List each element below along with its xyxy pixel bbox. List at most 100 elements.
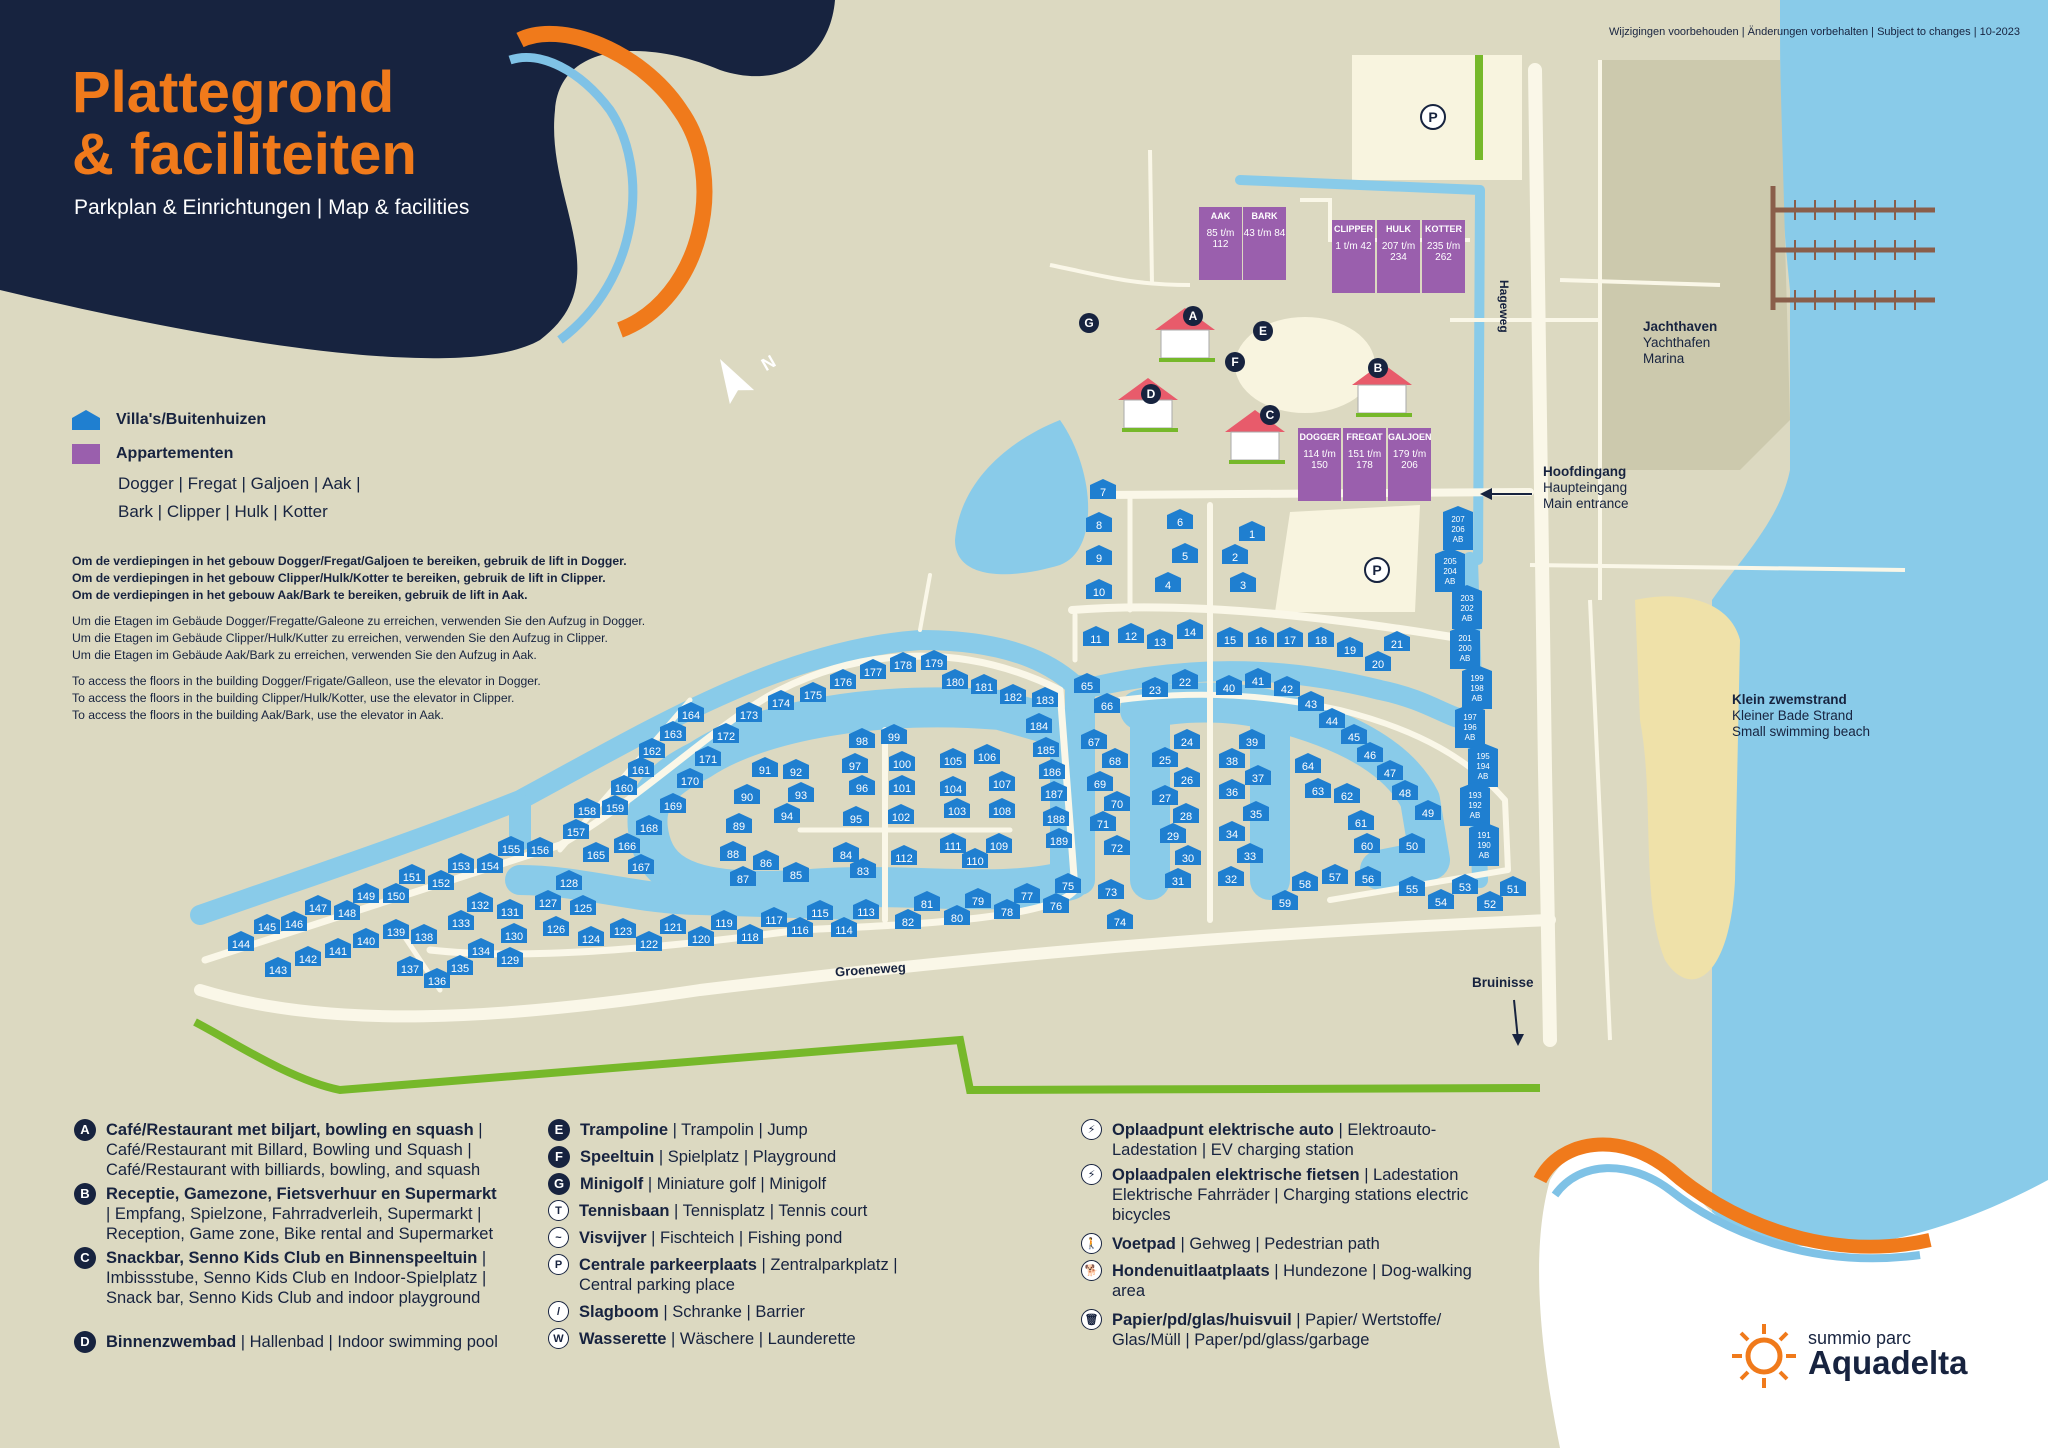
villa-number: 80	[951, 913, 963, 925]
villa-number: 163	[664, 729, 682, 741]
villa-shape	[1104, 791, 1130, 811]
villa-number: 159	[606, 803, 624, 815]
villa-shape	[1083, 626, 1109, 646]
villa-shape	[1216, 675, 1242, 695]
villa-number: 69	[1094, 779, 1106, 791]
trampoline-letter: E	[548, 1119, 570, 1141]
villa-shape	[1450, 625, 1480, 669]
villa-house: 159	[602, 795, 628, 815]
villa-house: 63	[1305, 778, 1331, 798]
page-title: Plattegrond & faciliteiten	[72, 62, 417, 186]
facility-title: Hondenuitlaatplaats	[1112, 1262, 1275, 1280]
facility-marker-a: A	[1183, 306, 1203, 326]
villa-number: AB	[1470, 811, 1481, 820]
villa-number: 120	[692, 934, 710, 946]
villa-shape	[971, 674, 997, 694]
villa-shape	[1087, 771, 1113, 791]
villa-number: 8	[1096, 520, 1102, 532]
villa-number: 68	[1109, 756, 1121, 768]
villa-shape	[753, 850, 779, 870]
villa-shape	[921, 650, 947, 670]
villa-shape	[1477, 891, 1503, 911]
villa-number: 157	[567, 827, 585, 839]
villa-number: 146	[285, 919, 303, 931]
villa-shape	[334, 900, 360, 920]
villa-shape	[1292, 871, 1318, 891]
villa-house: 131	[497, 899, 523, 919]
villa-number: 41	[1252, 676, 1264, 688]
villa-number: 22	[1179, 677, 1191, 689]
villa-house: 21	[1384, 631, 1410, 651]
villa-shape	[1355, 866, 1381, 886]
villa-number: 178	[894, 660, 912, 672]
facility-title: Oplaadpalen elektrische fietsen	[1112, 1166, 1365, 1184]
villa-house: 103	[944, 798, 970, 818]
villa-number: 13	[1154, 637, 1166, 649]
villa-number: 92	[790, 767, 802, 779]
note-nl-3: Om de verdiepingen in het gebouw Aak/Bar…	[72, 588, 528, 602]
villa-number: 60	[1361, 841, 1373, 853]
villa-number: 116	[791, 925, 809, 937]
villa-house: 135	[447, 955, 473, 975]
villa-shape	[1218, 866, 1244, 886]
villa-house: 28	[1173, 803, 1199, 823]
villa-shape	[1000, 684, 1026, 704]
villa-house: 11	[1083, 626, 1109, 646]
villa-shape	[965, 888, 991, 908]
villa-shape	[1305, 778, 1331, 798]
facility-translations: | Zentralparkplatz | Central parking pla…	[579, 1256, 898, 1294]
villa-house: 180	[942, 669, 968, 689]
villa-number: 132	[471, 900, 489, 912]
facility-translations: | Hallenbad | Indoor swimming pool	[240, 1333, 498, 1351]
villa-shape	[1172, 543, 1198, 563]
villa-number: 176	[834, 677, 852, 689]
apartment-galjoen	[1388, 428, 1431, 501]
minigolf-letter: G	[548, 1173, 570, 1195]
villa-shape	[628, 757, 654, 777]
villa-number: AB	[1479, 851, 1490, 860]
facility-text: Voetpad | Gehweg | Pedestrian path	[1112, 1234, 1380, 1254]
villa-shape	[1090, 479, 1116, 499]
villa-shape	[583, 842, 609, 862]
villa-number: 151	[403, 872, 421, 884]
villa-number: AB	[1462, 614, 1473, 623]
villa-shape	[1354, 833, 1380, 853]
villa-number: 162	[643, 746, 661, 758]
note-de-2: Um die Etagen im Gebäude Clipper/Hulk/Ku…	[72, 631, 608, 645]
villa-number: 79	[972, 896, 984, 908]
apartment-range: 43 t/m 84	[1243, 228, 1286, 239]
villa-house: 188	[1043, 806, 1069, 826]
villa-shape	[1032, 687, 1058, 707]
villa-shape	[265, 957, 291, 977]
marina-nl: Jachthaven	[1643, 319, 1718, 334]
villa-house: 47	[1377, 760, 1403, 780]
apartment-swatch-icon	[72, 444, 100, 464]
road-label-hageweg: Hageweg	[1497, 280, 1511, 333]
entrance-en: Main entrance	[1543, 496, 1629, 511]
villa-shape	[1357, 742, 1383, 762]
villa-number: 70	[1111, 799, 1123, 811]
villa-house: 2	[1222, 544, 1248, 564]
entrance-de: Haupteingang	[1543, 480, 1628, 495]
villa-house: 167	[628, 854, 654, 874]
villa-shape	[1147, 629, 1173, 649]
legend-apartments-label: Appartementen	[116, 445, 234, 462]
pedestrian-icon: 🚶	[1081, 1233, 1102, 1254]
villa-number: 28	[1180, 811, 1192, 823]
logo-blue-ribbon	[1551, 1164, 1921, 1263]
villa-shape	[853, 899, 879, 919]
villa-house: 172	[713, 723, 739, 743]
villa-shape	[730, 866, 756, 886]
facility-row: 🐕Hondenuitlaatplaats | Hundezone | Dog-w…	[1081, 1260, 1501, 1301]
villa-shape	[1274, 676, 1300, 696]
villa-house: 175	[800, 682, 826, 702]
villa-number: 73	[1105, 887, 1117, 899]
disclaimer: Wijzigingen voorbehouden | Änderungen vo…	[1609, 26, 2020, 38]
logo-blob	[1539, 1144, 2048, 1448]
apartment-names-2: Bark | Clipper | Hulk | Kotter	[118, 502, 328, 521]
villa-house: 144	[228, 931, 254, 951]
